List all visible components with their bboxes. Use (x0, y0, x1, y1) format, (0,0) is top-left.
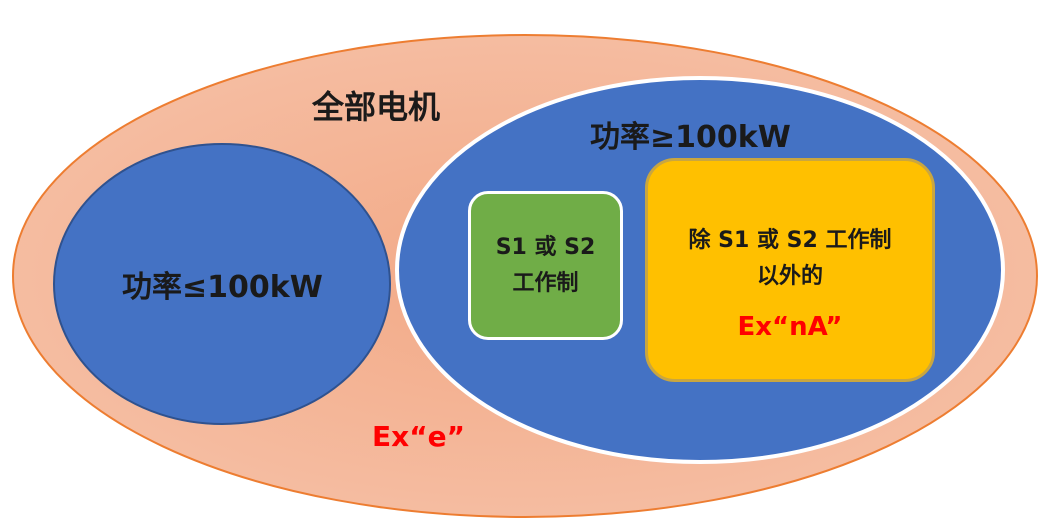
other-duty-line2: 以外的 (756, 264, 823, 289)
s1-s2-duty-box: S1 或 S2 工作制 (468, 191, 623, 340)
s1-s2-line2: 工作制 (512, 270, 579, 296)
all-motors-label: 全部电机 (312, 88, 441, 126)
ex-e-label: Ex“e” (372, 420, 465, 453)
power-low-ellipse (53, 143, 391, 425)
ex-na-label: Ex“nA” (737, 312, 843, 342)
other-duty-line1: 除 S1 或 S2 工作制 (688, 228, 892, 253)
s1-s2-line1: S1 或 S2 (495, 234, 596, 260)
power-high-label: 功率≥100kW (590, 120, 791, 155)
power-low-label: 功率≤100kW (122, 270, 323, 305)
other-duty-box: 除 S1 或 S2 工作制 以外的 Ex“nA” (645, 158, 935, 382)
